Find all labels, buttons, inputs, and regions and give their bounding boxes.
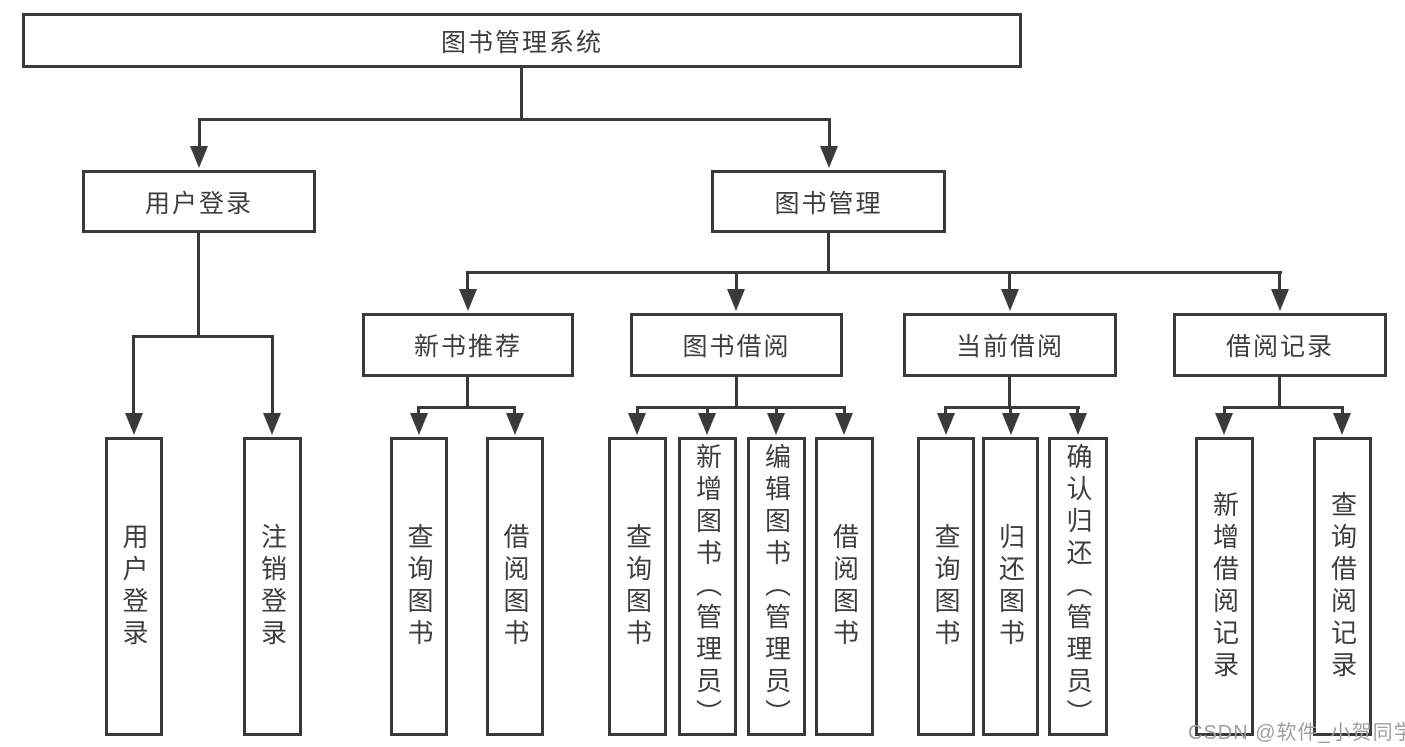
connector-book-mgmt-stem [827,232,830,274]
node-leaf-add-borrow-record: 新增借阅记录 [1195,437,1254,736]
arrow-down-icon [835,413,853,435]
arrow-down-icon [263,413,281,435]
node-book-borrow: 图书借阅 [630,313,843,377]
connector-bb-shaft-1 [636,406,639,418]
connector-bb-shaft-3 [775,406,778,418]
node-borrow-records: 借阅记录 [1173,313,1387,377]
arrow-down-icon [1069,413,1087,435]
connector-nbr-shaft-1 [417,406,420,418]
connector-user-login-hline [132,335,274,338]
connector-root-stem [520,66,523,118]
node-leaf-confirm-return-admin: 确认归还（管理员） [1048,437,1108,736]
node-leaf-logout: 注销登录 [243,437,302,736]
connector-cb-stem [1008,376,1011,409]
node-leaf-edit-books-admin: 编辑图书（管理员） [747,437,806,736]
node-leaf-borrow-books-recommend: 借阅图书 [486,437,544,736]
connector-book-mgmt-shaft-2 [735,271,738,295]
connector-cb-shaft-1 [944,406,947,418]
node-book-management: 图书管理 [711,170,946,233]
arrow-down-icon [628,413,646,435]
node-current-borrow: 当前借阅 [903,313,1117,377]
connector-br-hline [1223,406,1344,409]
connector-user-login-shaft-1 [132,335,135,419]
connector-br-stem [1278,376,1281,409]
connector-root-right-shaft [828,118,831,154]
connector-nbr-shaft-2 [513,406,516,418]
arrow-down-icon [727,289,745,311]
connector-nbr-stem [466,376,469,409]
arrow-down-icon [1333,413,1351,435]
arrow-down-icon [1215,413,1233,435]
connector-book-mgmt-shaft-1 [466,271,469,295]
arrow-down-icon [506,413,524,435]
connector-bb-shaft-2 [706,406,709,418]
arrow-down-icon [410,413,428,435]
connector-book-mgmt-hline [466,271,1282,274]
arrow-down-icon [1001,289,1019,311]
watermark: CSDN @软件_小贺同学 [1188,722,1405,744]
node-leaf-user-login: 用户登录 [105,437,163,736]
connector-user-login-shaft-2 [271,335,274,419]
node-root: 图书管理系统 [22,13,1022,68]
connector-bb-hline [636,406,846,409]
arrow-down-icon [190,146,208,168]
arrow-down-icon [767,413,785,435]
connector-bb-shaft-4 [843,406,846,418]
connector-user-login-stem [197,232,200,338]
arrow-down-icon [698,413,716,435]
arrow-down-icon [459,289,477,311]
node-leaf-query-books-recommend: 查询图书 [390,437,448,736]
connector-cb-shaft-2 [1009,406,1012,418]
connector-nbr-hline [417,406,516,409]
node-leaf-query-books-borrow: 查询图书 [608,437,667,736]
node-leaf-query-books-current: 查询图书 [917,437,975,736]
connector-root-left-shaft [198,118,201,154]
connector-bb-stem [735,376,738,409]
connector-cb-shaft-3 [1076,406,1079,418]
connector-br-shaft-2 [1341,406,1344,418]
node-leaf-query-borrow-record: 查询借阅记录 [1313,437,1372,736]
connector-book-mgmt-shaft-3 [1008,271,1011,295]
connector-book-mgmt-shaft-4 [1278,271,1281,295]
arrow-down-icon [937,413,955,435]
connector-br-shaft-1 [1223,406,1226,418]
arrow-down-icon [125,413,143,435]
node-leaf-borrow-books: 借阅图书 [815,437,874,736]
arrow-down-icon [820,146,838,168]
arrow-down-icon [1002,413,1020,435]
connector-cb-hline [944,406,1080,409]
node-user-login: 用户登录 [82,170,316,233]
node-leaf-return-books: 归还图书 [982,437,1039,736]
node-new-book-recommend: 新书推荐 [362,313,574,377]
arrow-down-icon [1271,289,1289,311]
node-leaf-add-books-admin: 新增图书（管理员） [678,437,737,736]
connector-root-hline [198,118,831,121]
